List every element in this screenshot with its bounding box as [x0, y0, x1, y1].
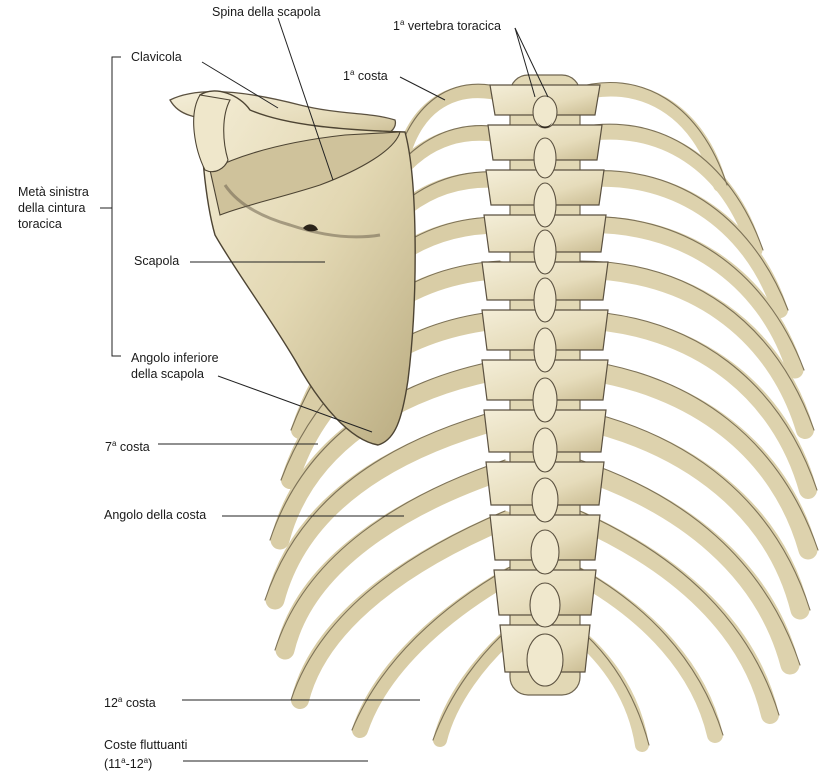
label-settima-costa: 7a costa	[105, 436, 150, 455]
label-scapola: Scapola	[134, 254, 179, 269]
bracket-cintura	[112, 57, 121, 356]
label-prima-vertebra-num: 1	[393, 19, 400, 33]
label-meta-sinistra-line3: toracica	[18, 216, 89, 232]
label-coste-fluttuanti-2e: )	[148, 757, 152, 771]
label-angolo-inferiore-line1: Angolo inferiore	[131, 350, 219, 366]
label-spina-scapola: Spina della scapola	[212, 5, 320, 20]
label-clavicola: Clavicola	[131, 50, 182, 65]
vertebral-column	[482, 75, 608, 695]
label-angolo-costa: Angolo della costa	[104, 508, 206, 523]
label-settima-costa-num: 7	[105, 440, 112, 454]
label-settima-costa-text: costa	[116, 440, 149, 454]
leader-prima-costa	[400, 77, 445, 100]
label-coste-fluttuanti: Coste fluttuanti (11a-12a)	[104, 737, 187, 772]
label-coste-fluttuanti-2c: -12	[126, 757, 144, 771]
label-meta-sinistra-line2: della cintura	[18, 200, 89, 216]
label-dodicesima-costa-num: 12	[104, 696, 118, 710]
label-angolo-inferiore-scapola: Angolo inferiore della scapola	[131, 350, 219, 382]
label-coste-fluttuanti-line2: (11a-12a)	[104, 753, 187, 772]
label-prima-vertebra-text: vertebra toracica	[404, 19, 501, 33]
label-prima-vertebra-toracica: 1a vertebra toracica	[393, 15, 501, 34]
scapula	[194, 91, 415, 445]
label-angolo-inferiore-line2: della scapola	[131, 366, 219, 382]
label-prima-costa-text: costa	[354, 69, 387, 83]
label-dodicesima-costa-text: costa	[122, 696, 155, 710]
rib-right-9	[580, 470, 790, 665]
label-prima-costa-num: 1	[343, 69, 350, 83]
rib-left-9	[285, 470, 505, 650]
label-coste-fluttuanti-2a: (11	[104, 757, 121, 771]
rib-right-10	[580, 520, 770, 715]
label-dodicesima-costa: 12a costa	[104, 692, 156, 711]
label-prima-costa: 1a costa	[343, 65, 388, 84]
label-meta-sinistra-cintura: Metà sinistra della cintura toracica	[18, 184, 89, 232]
label-meta-sinistra-line1: Metà sinistra	[18, 184, 89, 200]
label-coste-fluttuanti-line1: Coste fluttuanti	[104, 737, 187, 753]
